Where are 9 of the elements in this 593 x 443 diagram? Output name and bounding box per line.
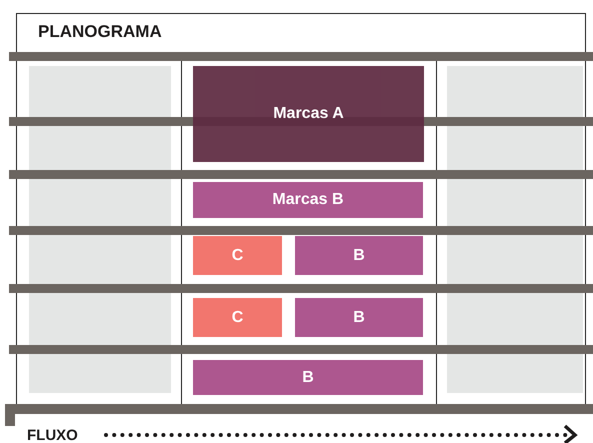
product-block: C — [193, 236, 282, 275]
product-block: B — [295, 236, 423, 275]
product-block: B — [295, 298, 423, 337]
product-block: B — [193, 360, 423, 395]
product-block: Marcas B — [193, 182, 423, 218]
flow-label: FLUXO — [27, 427, 78, 443]
product-block: C — [193, 298, 282, 337]
product-block: Marcas A — [193, 66, 424, 162]
diagram-title: PLANOGRAMA — [38, 22, 162, 42]
